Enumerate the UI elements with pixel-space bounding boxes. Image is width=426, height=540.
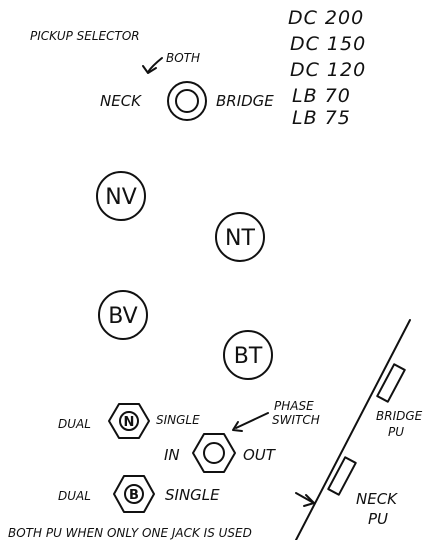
both-pointer-arrow bbox=[147, 57, 163, 73]
knob-nv: NV bbox=[96, 171, 146, 221]
pickup-selector-outer-ring bbox=[167, 81, 207, 121]
n-switch-hex-nut bbox=[108, 403, 150, 439]
bridge-pickup-label-line2: PU bbox=[388, 425, 404, 439]
knob-bt-circle bbox=[223, 330, 273, 380]
model-list: DC 200 DC 150 DC 120 LB 70 LB 75 bbox=[288, 7, 366, 129]
b-coil-switch: DUAL B SINGLE bbox=[58, 475, 220, 513]
knob-nv-label: NV bbox=[105, 185, 137, 210]
neck-pickup-label: NECK PU bbox=[356, 490, 398, 528]
phase-switch-toggle bbox=[203, 442, 225, 464]
phase-switch-pointer-arrow bbox=[235, 412, 269, 429]
bridge-pickup-label-line1: BRIDGE bbox=[376, 409, 423, 423]
b-switch-dual-label: DUAL bbox=[58, 489, 91, 503]
body-edge-line bbox=[295, 319, 411, 540]
model-item: LB 70 bbox=[292, 85, 351, 107]
n-coil-switch: DUAL N SINGLE bbox=[58, 403, 200, 439]
model-item: DC 200 bbox=[288, 7, 364, 29]
pickup-selector-bridge-label: BRIDGE bbox=[216, 92, 274, 110]
b-switch-hex-nut bbox=[113, 475, 155, 513]
knob-bv-label: BV bbox=[108, 304, 137, 329]
b-switch-mark: B bbox=[129, 488, 139, 503]
knob-bv-circle bbox=[98, 290, 148, 340]
both-arrow-head bbox=[142, 65, 157, 74]
pickup-selector-both-label: BOTH bbox=[166, 51, 200, 65]
phase-switch-in-label: IN bbox=[164, 446, 180, 464]
pickup-selector-toggle bbox=[175, 89, 199, 113]
model-item: DC 120 bbox=[290, 59, 366, 81]
b-switch-single-label: SINGLE bbox=[165, 486, 220, 504]
phase-switch-label-line1: PHASE bbox=[274, 399, 314, 413]
model-item: LB 75 bbox=[292, 107, 351, 129]
pickup-selector-title: PICKUP SELECTOR bbox=[30, 29, 140, 43]
phase-switch-arrow-head bbox=[232, 421, 243, 432]
model-item: DC 150 bbox=[290, 33, 366, 55]
knob-nv-circle bbox=[96, 171, 146, 221]
knob-nt-circle bbox=[215, 212, 265, 262]
footnote-pointer-arrow bbox=[295, 492, 313, 503]
knob-nt-label: NT bbox=[225, 226, 255, 251]
b-switch-toggle bbox=[124, 484, 144, 504]
knob-bt: BT bbox=[223, 330, 273, 380]
bridge-pickup-label: BRIDGE PU bbox=[376, 409, 423, 439]
knob-bt-label: BT bbox=[234, 344, 263, 369]
neck-pickup-rect bbox=[327, 456, 357, 496]
n-switch-single-label: SINGLE bbox=[156, 413, 200, 427]
guitar-body-edge bbox=[295, 319, 411, 540]
phase-switch: PHASE SWITCH IN OUT bbox=[164, 399, 320, 473]
phase-switch-hex-nut bbox=[192, 433, 236, 473]
neck-pickup-label-line2: PU bbox=[368, 510, 388, 528]
knob-nt: NT bbox=[215, 212, 265, 262]
footnote-arrow-head bbox=[303, 494, 315, 507]
n-switch-dual-label: DUAL bbox=[58, 417, 91, 431]
phase-switch-out-label: OUT bbox=[243, 446, 277, 464]
footnote-text: BOTH PU WHEN ONLY ONE JACK IS USED bbox=[8, 526, 252, 540]
phase-switch-label-line2: SWITCH bbox=[272, 413, 320, 427]
pickup-selector-group: PICKUP SELECTOR BOTH NECK BRIDGE bbox=[30, 29, 274, 121]
bridge-pickup-rect bbox=[376, 363, 406, 403]
n-switch-toggle bbox=[119, 411, 139, 431]
knob-bv: BV bbox=[98, 290, 148, 340]
n-switch-mark: N bbox=[124, 415, 135, 430]
neck-pickup-label-line1: NECK bbox=[356, 490, 398, 508]
pickup-selector-neck-label: NECK bbox=[100, 92, 142, 110]
